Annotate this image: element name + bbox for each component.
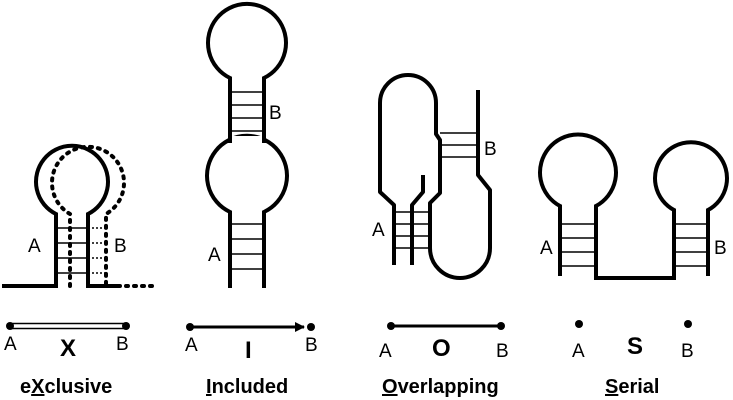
included-symbol: I: [245, 337, 252, 364]
exclusive-axis-label-b: B: [116, 334, 129, 355]
included-axis-label-b: B: [305, 335, 318, 356]
exclusive-stem-a-rungs: [56, 227, 88, 274]
serial-axis-dot-a: [575, 320, 583, 328]
serial-stem-b-rungs: [674, 223, 708, 267]
serial-axis-dot-b: [684, 320, 692, 328]
included-upper-stem-rungs: [230, 91, 264, 132]
exclusive-stem-b-rungs: [88, 227, 106, 274]
serial-stem-a-rungs: [560, 223, 596, 267]
included-caption: Included: [206, 376, 288, 398]
panel-serial: A B A B S Serial: [538, 132, 729, 398]
overlapping-stem-b-rungs: [440, 132, 478, 158]
overlapping-inner-strand: [410, 175, 425, 265]
exclusive-hairpin-b-dotted: [50, 144, 158, 288]
panel-overlapping: A B A B O Overlapping: [372, 73, 509, 398]
included-upper-structure: [206, 1, 288, 143]
serial-axis-label-b: B: [681, 341, 694, 362]
included-loop-mask: [232, 136, 262, 146]
exclusive-axis-label-a: A: [4, 334, 17, 355]
serial-strand: [538, 132, 729, 280]
included-axis-label-a: A: [185, 335, 198, 356]
panel-exclusive: A B A B X eXclusive: [2, 143, 158, 398]
overlapping-stem-label-b: B: [484, 139, 497, 160]
serial-stem-label-b: B: [714, 238, 727, 259]
exclusive-caption: eXclusive: [20, 376, 112, 398]
serial-symbol: S: [627, 333, 643, 360]
overlapping-caption: Overlapping: [382, 376, 499, 398]
included-stem-label-a: A: [208, 245, 221, 266]
overlapping-symbol: O: [432, 335, 451, 362]
included-stem-label-b: B: [269, 103, 282, 124]
overlapping-strand: [378, 73, 492, 280]
overlapping-axis-label-a: A: [379, 341, 392, 362]
exclusive-stem-label-b: B: [114, 236, 127, 257]
included-hairpin-outer: [205, 133, 289, 288]
overlapping-stem-a-rungs: [394, 211, 430, 249]
overlapping-stem-label-a: A: [372, 220, 385, 241]
exclusive-hairpin-a: [2, 143, 118, 288]
included-lower-stem-rungs: [230, 223, 264, 270]
serial-stem-label-a: A: [540, 238, 553, 259]
serial-axis-label-a: A: [572, 341, 585, 362]
exclusive-symbol: X: [60, 335, 76, 362]
exclusive-axis-double-line: [9, 322, 127, 330]
serial-caption: Serial: [605, 376, 660, 398]
included-axis-dot-b: [307, 323, 315, 331]
panel-included: B A A B I Included: [185, 1, 318, 398]
overlapping-axis-label-b: B: [496, 341, 509, 362]
exclusive-stem-label-a: A: [28, 236, 41, 257]
